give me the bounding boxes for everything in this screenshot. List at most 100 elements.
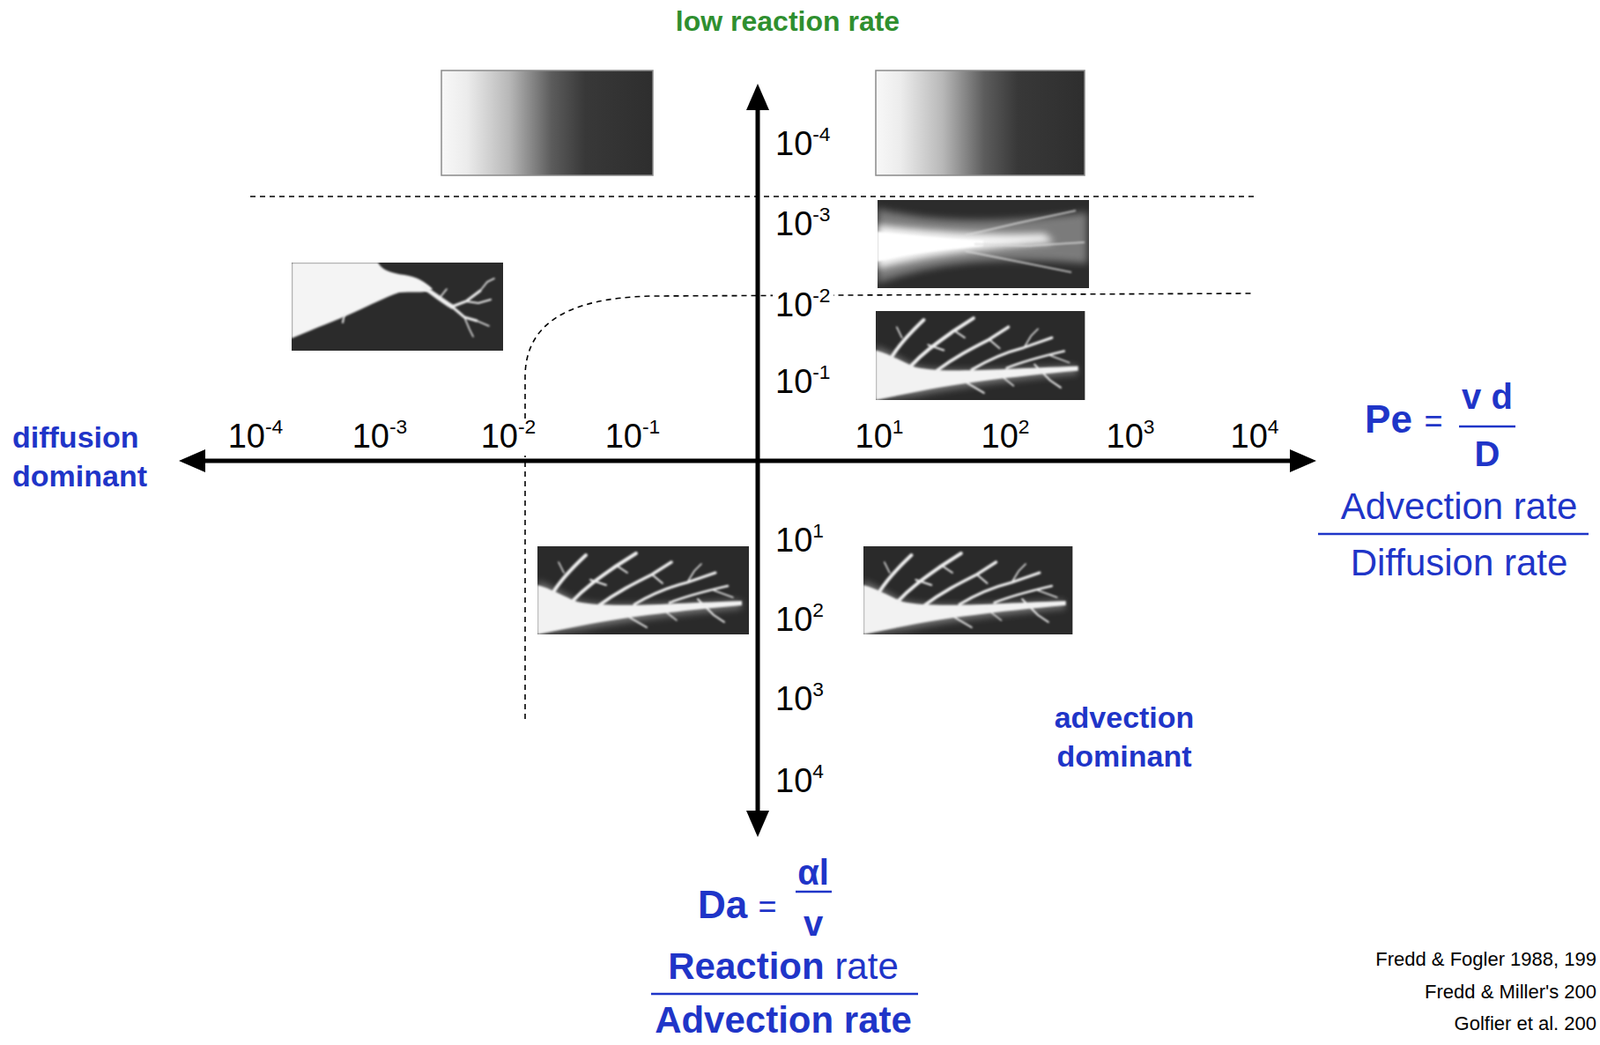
tick-exponent: 3 — [812, 677, 824, 701]
dissolution-streak — [974, 242, 1085, 246]
regime-boundary — [250, 195, 1259, 198]
tick-exponent: 4 — [812, 759, 824, 783]
region-label: advection dominant — [1054, 697, 1195, 776]
citation: Golfier et al. 200 — [1454, 1013, 1597, 1035]
tick-label: 10-4 — [772, 125, 834, 163]
tick-base: 10 — [775, 600, 813, 638]
dissolution-streak — [965, 251, 1072, 273]
tick-exponent: 2 — [812, 598, 824, 622]
tick-base: 10 — [775, 205, 813, 243]
tick-exponent: -3 — [389, 414, 408, 438]
uniform-dissolution-image — [441, 70, 653, 176]
dissolution-core — [877, 231, 984, 262]
tick-exponent: -4 — [812, 122, 830, 146]
image-ground — [291, 262, 504, 351]
formula-symbol: Da — [697, 883, 748, 926]
equals-sign: = — [1423, 403, 1443, 439]
arrow-head — [1289, 449, 1317, 473]
fraction-bars — [651, 426, 1589, 994]
ratio-denominator: Diffusion rate — [1350, 542, 1569, 584]
ratio-numerator: Advection rate — [1340, 486, 1578, 527]
dissolution-plume — [877, 208, 1088, 283]
arrow-head — [746, 810, 770, 838]
tick-exponent: 1 — [892, 414, 904, 438]
tick-label: 102 — [772, 601, 827, 639]
regime-boundaries — [250, 196, 1259, 719]
equals-sign: = — [757, 888, 777, 925]
tick-label: 102 — [978, 418, 1033, 456]
ratio-denominator: Advection rate — [654, 1000, 912, 1041]
tick-base: 10 — [775, 125, 813, 163]
wormhole-branch — [466, 299, 491, 304]
tick-base: 10 — [981, 417, 1019, 455]
ramified-wormhole-image — [875, 311, 1086, 400]
wormhole-branches — [342, 278, 495, 337]
formula-denominator: v — [803, 903, 823, 943]
tick-label: 104 — [1228, 418, 1282, 456]
tick-label: 10-4 — [225, 418, 287, 456]
image-ground — [877, 200, 1089, 289]
tick-exponent: 2 — [1018, 414, 1030, 438]
tick-exponent: -2 — [812, 283, 830, 307]
arrow-head — [746, 83, 770, 111]
tick-base: 10 — [775, 362, 813, 400]
wormhole-branch — [451, 290, 481, 307]
tick-base: 10 — [1106, 417, 1144, 455]
formula-numerator: v d — [1461, 377, 1513, 416]
wormhole-branch — [476, 320, 489, 326]
da-axis — [755, 105, 761, 815]
wormhole-branch — [439, 288, 447, 298]
formula-symbol: Pe — [1364, 398, 1413, 441]
uniform-dissolution-image — [875, 70, 1085, 176]
tick-exponent: 3 — [1143, 414, 1156, 438]
fraction-bar — [1459, 425, 1516, 429]
arrow-head — [178, 449, 206, 473]
tick-base: 10 — [481, 417, 519, 455]
axis-end-label: low reaction rate — [675, 6, 900, 38]
tick-label: 103 — [1103, 418, 1158, 456]
conical-dissolution-image — [877, 200, 1089, 289]
ratio-numerator: rate — [834, 946, 898, 987]
dominant-wormhole-image — [291, 262, 504, 351]
tick-label: 10-1 — [772, 363, 834, 401]
citation: Fredd & Miller's 200 — [1424, 981, 1597, 1003]
dissolution-streak — [965, 210, 1076, 236]
tick-base: 10 — [775, 286, 813, 324]
citation: Fredd & Fogler 1988, 199 — [1375, 948, 1597, 971]
tick-label: 10-3 — [349, 418, 411, 456]
ramified-wormhole-image — [863, 546, 1074, 635]
region-label: diffusion dominant — [12, 417, 148, 496]
formula-denominator: D — [1474, 434, 1501, 474]
tick-label: 10-1 — [602, 418, 664, 456]
wormhole-branch — [480, 278, 495, 291]
wormhole-branch — [342, 313, 345, 323]
wormhole-branch — [423, 287, 452, 307]
tick-base: 10 — [1230, 417, 1268, 455]
tick-exponent: 1 — [812, 518, 824, 542]
tick-exponent: -2 — [518, 414, 536, 438]
axes — [178, 83, 1317, 838]
wormhole-branch — [464, 317, 474, 337]
tick-label: 101 — [772, 522, 827, 560]
regime-boundary — [525, 293, 1253, 719]
tick-label: 10-2 — [772, 287, 834, 325]
tick-label: 101 — [852, 418, 907, 456]
tick-exponent: -4 — [265, 414, 283, 438]
tick-base: 10 — [352, 417, 390, 455]
dissolution-streaks — [965, 210, 1085, 273]
tick-exponent: -1 — [642, 414, 660, 438]
tick-exponent: -3 — [812, 202, 830, 226]
fraction-bar — [1318, 533, 1589, 536]
pe-axis — [200, 459, 1296, 464]
tick-label: 104 — [772, 762, 827, 800]
dissolution-core — [877, 224, 1054, 269]
tick-base: 10 — [605, 417, 643, 455]
tick-base: 10 — [775, 521, 813, 559]
tick-base: 10 — [855, 417, 893, 455]
fraction-bar — [651, 992, 919, 996]
tick-label: 10-3 — [772, 206, 834, 244]
tick-base: 10 — [228, 417, 266, 455]
tick-label: 10-2 — [478, 418, 540, 456]
